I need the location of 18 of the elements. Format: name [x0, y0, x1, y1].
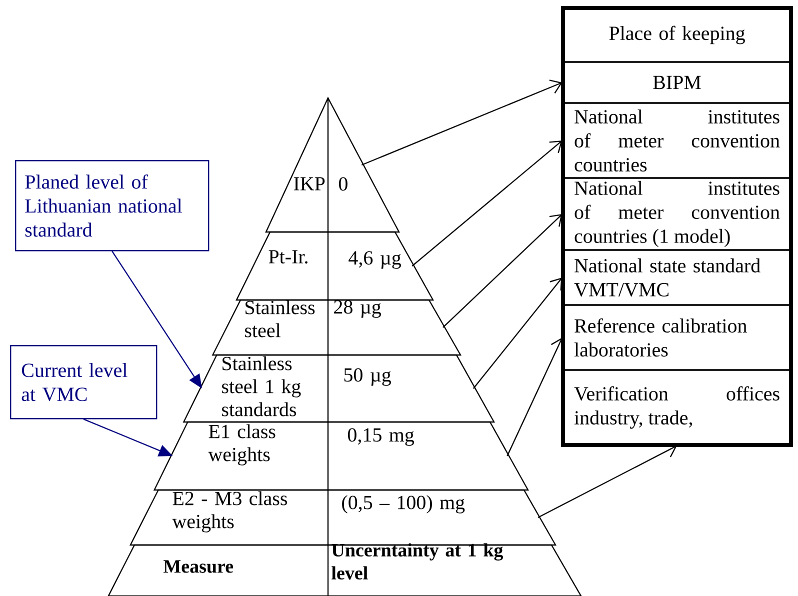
table-row: National institutes of meter convention countries — [562, 102, 792, 179]
pyramid-level: Stainless steel 28 µg — [212, 299, 462, 356]
table-row: National institutes of meter convention countries (1 model) — [562, 177, 792, 251]
arrow — [361, 80, 562, 166]
arrow — [412, 140, 562, 266]
table-row: Reference calibration laboratories — [562, 304, 792, 371]
arrow — [472, 278, 562, 389]
table-row: BIPM — [562, 61, 792, 104]
table-row: Place of keeping — [562, 7, 792, 63]
arrow — [442, 214, 562, 328]
pyramid-level: E1 class weights 0,15 mg — [153, 421, 530, 491]
table-row: National state standard VMT/VMC — [562, 249, 792, 306]
callout-box: Current level at VMC — [10, 345, 158, 420]
callout-box: Planed level of Lithuanian national standard — [15, 160, 210, 252]
table-frame — [561, 6, 793, 447]
pyramid-level: Stainless steel 1 kg standards 50 µg — [182, 354, 496, 423]
pyramid-level: Pt-Ir. 4,6 µg — [236, 231, 434, 301]
table-row: Verification offices industry, trade, — [562, 369, 792, 446]
